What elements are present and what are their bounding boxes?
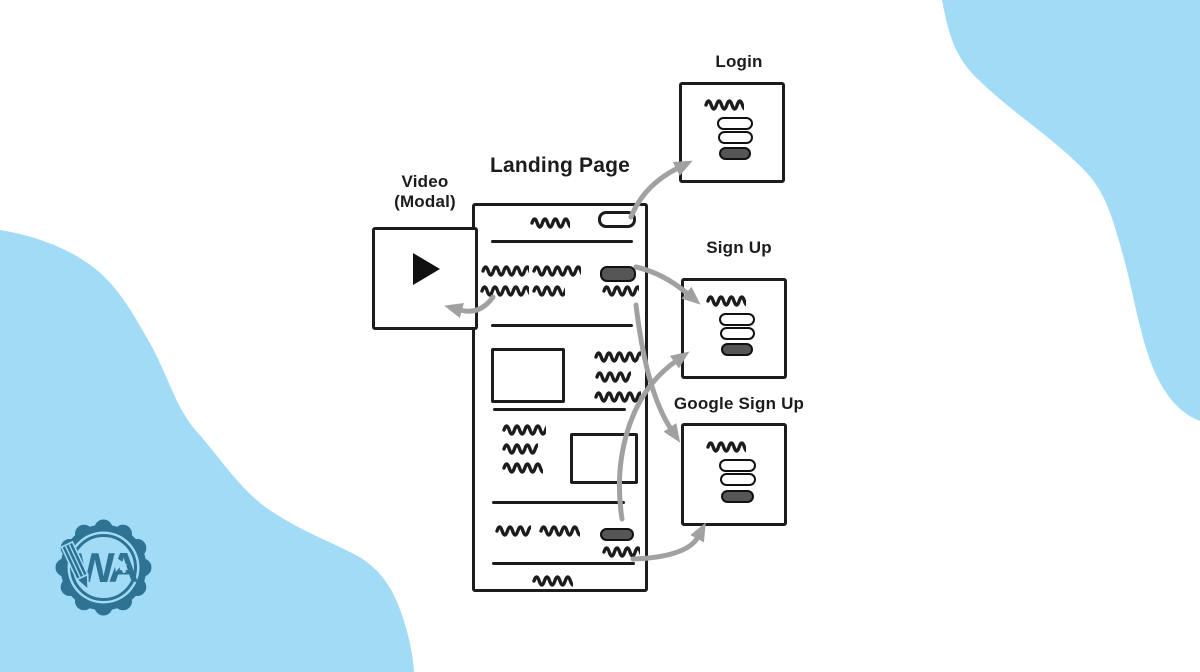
hero-cta-button-placeholder bbox=[600, 266, 636, 282]
text-squiggle bbox=[594, 351, 641, 363]
video-modal-label-line2: (Modal) bbox=[394, 192, 456, 211]
divider bbox=[492, 562, 635, 565]
input-field-placeholder bbox=[720, 473, 756, 486]
submit-button-placeholder bbox=[719, 147, 751, 160]
text-squiggle bbox=[530, 217, 570, 229]
divider bbox=[492, 501, 625, 504]
google-signup-window bbox=[681, 423, 787, 526]
text-squiggle bbox=[532, 575, 573, 587]
input-field-placeholder bbox=[719, 313, 755, 326]
input-field-placeholder bbox=[720, 327, 755, 340]
signup-title: Sign Up bbox=[706, 238, 772, 257]
input-field-placeholder bbox=[719, 459, 756, 472]
text-squiggle bbox=[706, 295, 746, 307]
text-squiggle bbox=[602, 285, 639, 297]
divider bbox=[493, 408, 626, 411]
video-modal-label: Video (Modal) bbox=[372, 172, 478, 212]
text-squiggle bbox=[495, 525, 531, 537]
text-squiggle bbox=[532, 265, 581, 277]
text-squiggle bbox=[502, 462, 543, 474]
text-squiggle bbox=[480, 285, 529, 297]
signup-window bbox=[681, 278, 787, 379]
landing-page-window bbox=[472, 203, 648, 592]
text-squiggle bbox=[704, 99, 744, 111]
text-squiggle bbox=[502, 443, 538, 455]
wa-logo-badge: WA bbox=[55, 519, 152, 616]
pencil-icon bbox=[60, 540, 90, 592]
cursor-icon bbox=[113, 556, 128, 574]
text-squiggle bbox=[594, 391, 641, 403]
submit-button-placeholder bbox=[721, 343, 753, 356]
image-placeholder bbox=[570, 433, 638, 484]
input-field-placeholder bbox=[718, 131, 753, 144]
divider bbox=[491, 324, 633, 327]
landing-page-title: Landing Page bbox=[489, 154, 631, 177]
google-signup-title: Google Sign Up bbox=[673, 394, 805, 413]
submit-button-placeholder bbox=[721, 490, 754, 503]
divider bbox=[491, 240, 633, 243]
bottom-cta-button-placeholder bbox=[600, 528, 634, 541]
text-squiggle bbox=[481, 265, 529, 277]
play-icon bbox=[413, 253, 440, 285]
header-button-placeholder bbox=[598, 211, 636, 228]
image-placeholder bbox=[491, 348, 565, 403]
login-title: Login bbox=[715, 52, 763, 71]
login-window bbox=[679, 82, 785, 183]
text-squiggle bbox=[539, 525, 580, 537]
blob-top-right bbox=[942, 0, 1200, 421]
text-squiggle bbox=[706, 441, 746, 453]
text-squiggle bbox=[532, 285, 565, 297]
text-squiggle bbox=[595, 371, 631, 383]
input-field-placeholder bbox=[717, 117, 753, 130]
video-modal-label-line1: Video bbox=[401, 172, 449, 191]
text-squiggle bbox=[602, 546, 640, 558]
text-squiggle bbox=[502, 424, 546, 436]
video-modal-window bbox=[372, 227, 478, 330]
